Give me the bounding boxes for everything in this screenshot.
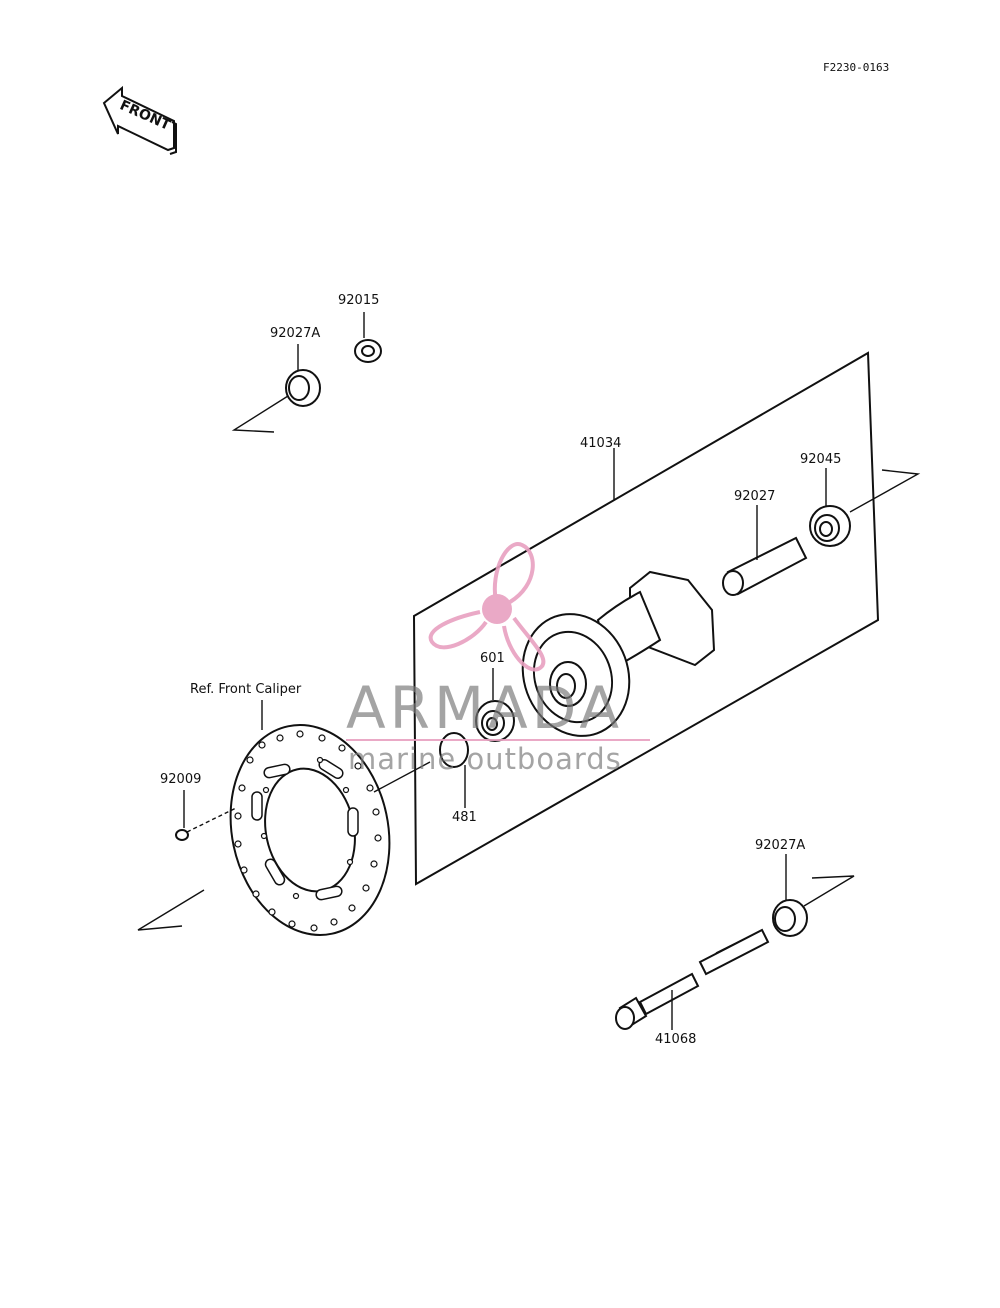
circlip-481 <box>439 732 469 808</box>
callout-92045: 92045 <box>800 452 841 467</box>
hub-assembly-box <box>412 351 880 886</box>
brake-disc <box>137 700 431 936</box>
collar-92027A-top <box>231 344 321 433</box>
diagram-code: F2230-0163 <box>823 61 889 74</box>
front-arrow-icon: FRONT <box>102 85 177 155</box>
watermark-tagline: marine outboards <box>348 742 622 776</box>
spacer-92027 <box>722 505 808 596</box>
watermark-brand: ARMADA <box>346 674 623 742</box>
front-label: FRONT <box>117 97 173 134</box>
armada-watermark: ARMADA marine outboards <box>346 542 650 776</box>
bolt-92009 <box>175 790 237 841</box>
callout-481: 481 <box>452 810 477 825</box>
callout-41034: 41034 <box>580 436 621 451</box>
callout-92027A-bottom: 92027A <box>755 838 805 853</box>
collar-92027A-bottom <box>772 854 855 937</box>
callout-41068: 41068 <box>655 1032 696 1047</box>
callout-92027: 92027 <box>734 489 775 504</box>
callout-ref-front-caliper: Ref. Front Caliper <box>190 682 302 697</box>
nut-92015 <box>354 312 382 363</box>
callout-92009: 92009 <box>160 772 201 787</box>
hub-41034 <box>521 448 716 737</box>
callout-92027A-top: 92027A <box>270 326 320 341</box>
propeller-logo-icon <box>428 542 546 672</box>
callout-92015: 92015 <box>338 293 379 308</box>
callout-601: 601 <box>480 651 505 666</box>
axle-41068 <box>615 928 770 1030</box>
bearing-92045 <box>809 468 921 547</box>
